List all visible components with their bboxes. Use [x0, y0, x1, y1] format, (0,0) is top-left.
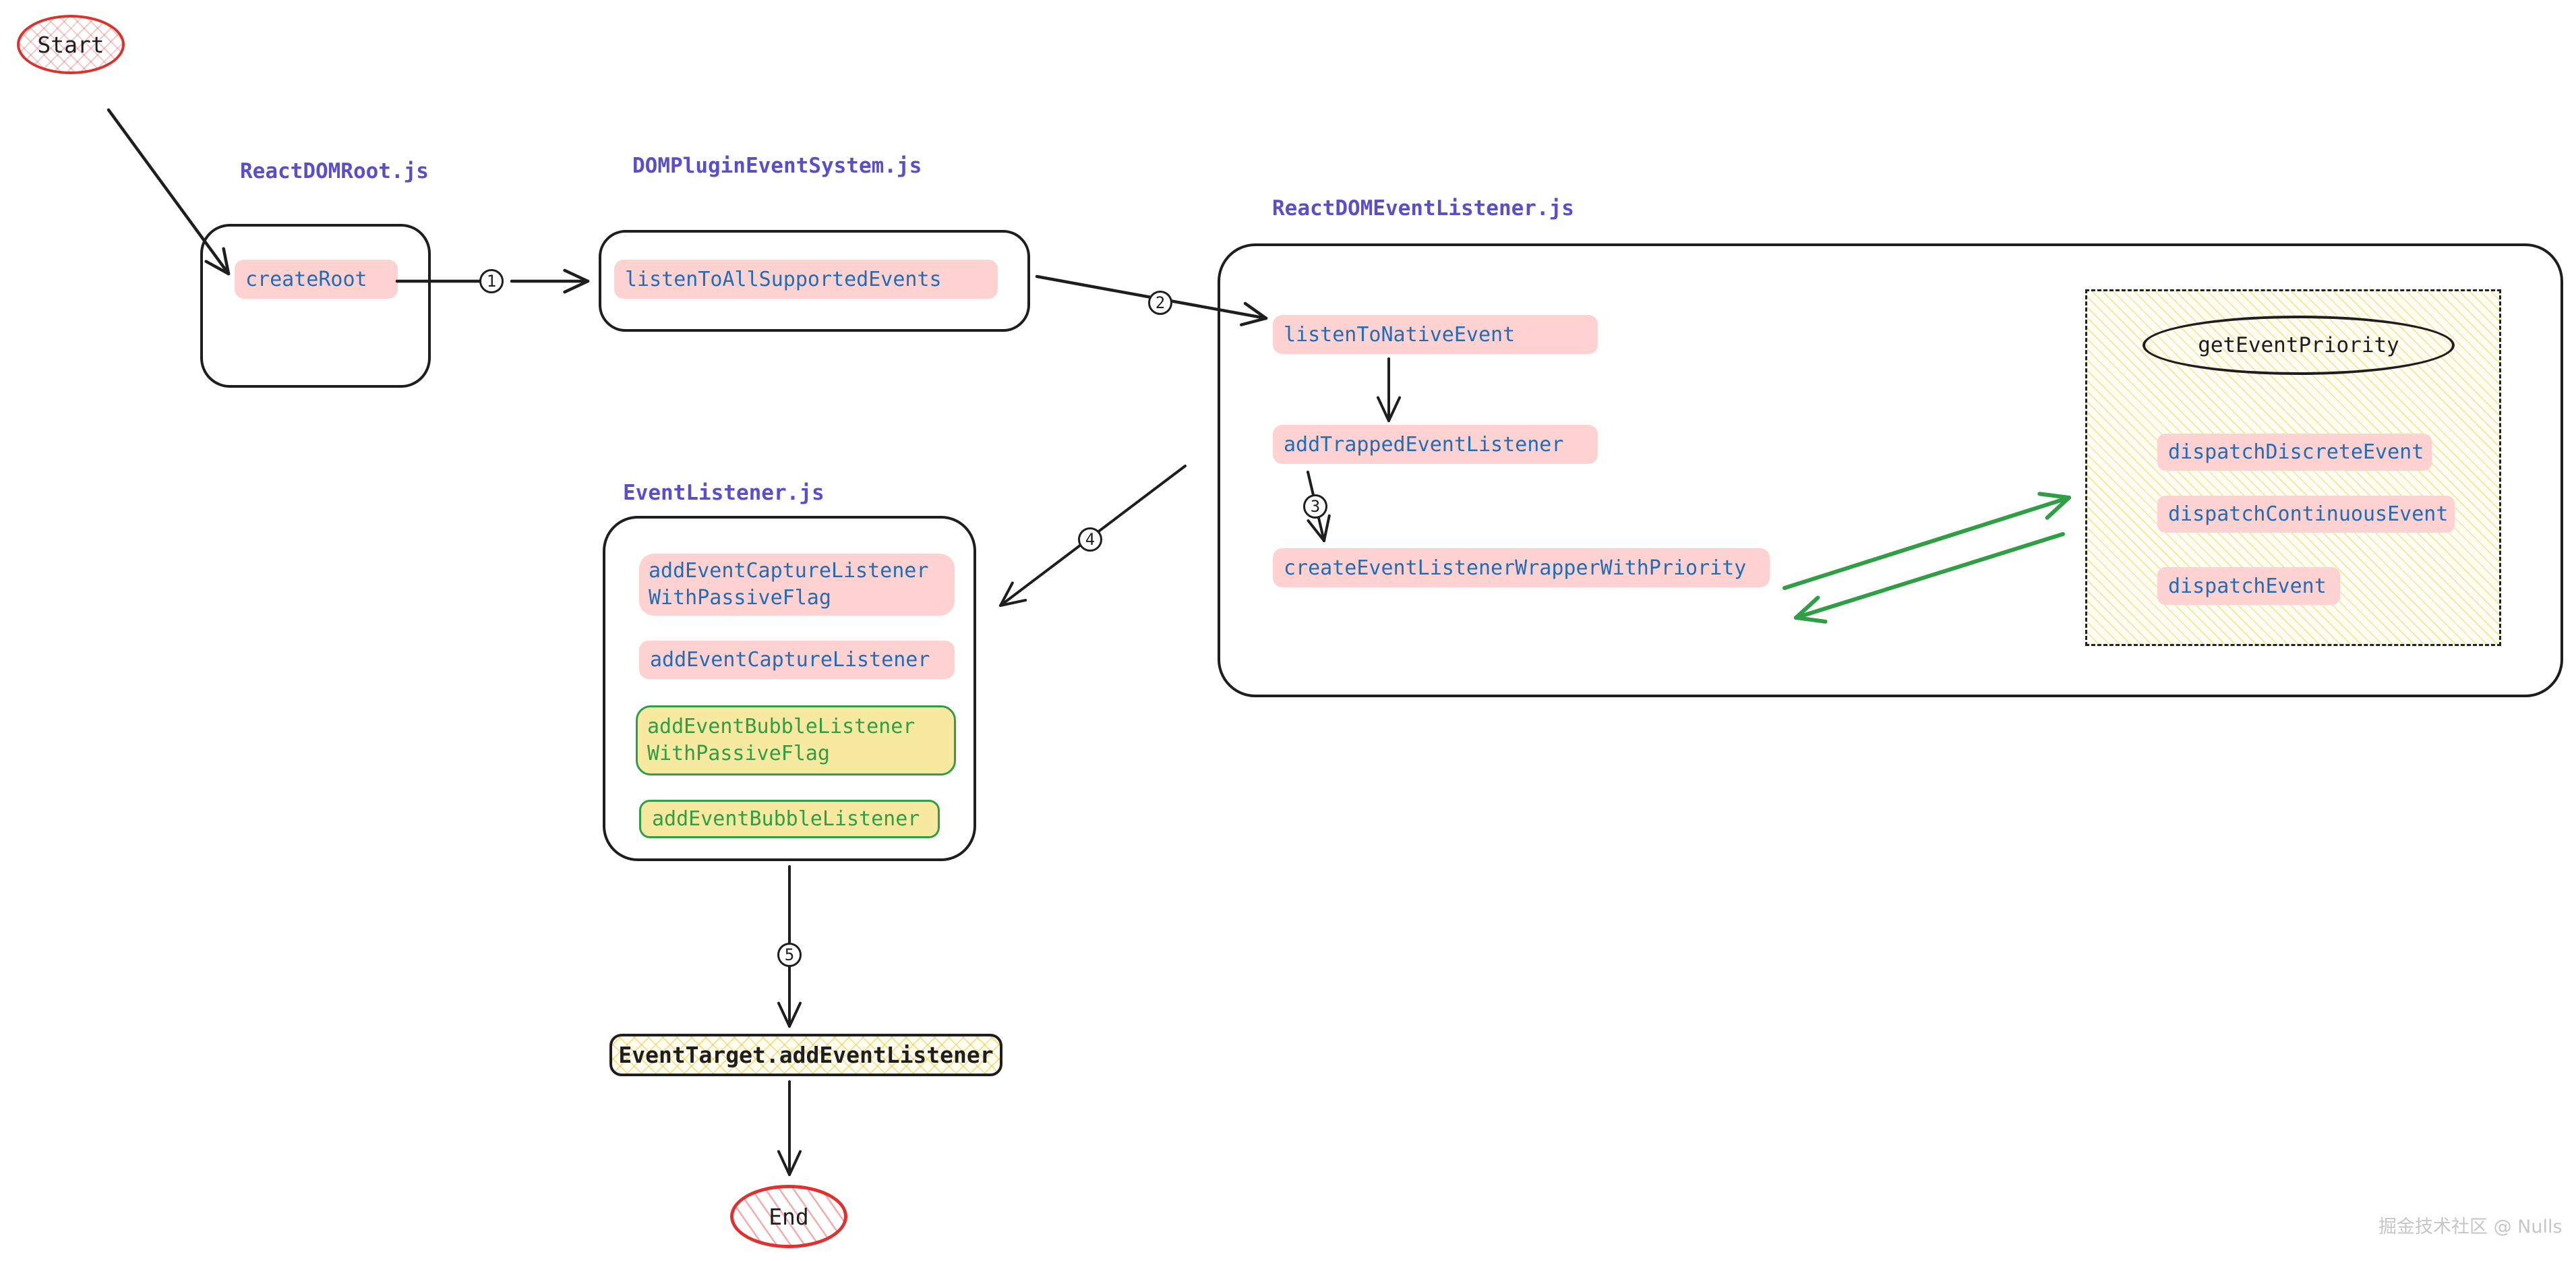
fn-dispatch-discrete-event: dispatchDiscreteEvent — [2157, 434, 2432, 471]
fn-capture-wpf-line2: WithPassiveFlag — [649, 586, 831, 610]
fn-bubble-wpf-line2: WithPassiveFlag — [647, 742, 830, 765]
fn-add-event-capture-listener-label: addEventCaptureListener — [650, 648, 930, 672]
watermark: 掘金技术社区 @ Nulls — [2378, 1216, 2563, 1237]
fn-add-event-bubble-listener-with-passive-flag: addEventBubbleListener WithPassiveFlag — [636, 705, 956, 775]
file-box-reactdomroot — [200, 224, 431, 388]
start-label: Start — [37, 31, 104, 58]
fn-get-event-priority-label: getEventPriority — [2198, 333, 2399, 357]
fn-dispatch-continuous-event: dispatchContinuousEvent — [2157, 496, 2455, 533]
fn-add-event-capture-listener-with-passive-flag: addEventCaptureListener WithPassiveFlag — [639, 554, 955, 616]
step-badge-4: 4 — [1078, 527, 1102, 552]
step-badge-3: 3 — [1303, 494, 1327, 519]
fn-add-event-bubble-listener: addEventBubbleListener — [639, 800, 940, 838]
event-target-add-event-listener-label: EventTarget.addEventListener — [618, 1042, 994, 1068]
step-4-label: 4 — [1085, 530, 1096, 549]
fn-listen-to-all-supported-events: listenToAllSupportedEvents — [614, 260, 998, 299]
fn-listen-to-native-event-label: listenToNativeEvent — [1284, 322, 1516, 347]
fn-bubble-wpf-line1: addEventBubbleListener — [647, 715, 916, 738]
end-terminal: End — [730, 1185, 847, 1248]
fn-get-event-priority: getEventPriority — [2143, 316, 2455, 375]
step-badge-2: 2 — [1148, 291, 1172, 315]
fn-dispatch-event: dispatchEvent — [2157, 567, 2340, 605]
file-title-reactdomroot: ReactDOMRoot.js — [240, 159, 429, 183]
fn-create-root-label: createRoot — [245, 267, 367, 291]
step-badge-5: 5 — [777, 943, 802, 967]
fn-add-trapped-event-listener-label: addTrappedEventListener — [1284, 432, 1564, 457]
fn-listen-to-all-supported-events-label: listenToAllSupportedEvents — [625, 267, 942, 291]
fn-create-event-listener-wrapper-with-priority-label: createEventListenerWrapperWithPriority — [1284, 556, 1747, 580]
fn-listen-to-native-event: listenToNativeEvent — [1273, 315, 1598, 354]
fn-add-event-capture-listener: addEventCaptureListener — [639, 641, 955, 679]
start-terminal: Start — [17, 15, 125, 74]
fn-capture-wpf-line1: addEventCaptureListener — [649, 559, 929, 583]
file-title-domplugineventsystem: DOMPluginEventSystem.js — [632, 154, 922, 178]
event-target-add-event-listener-box: EventTarget.addEventListener — [609, 1034, 1002, 1076]
fn-create-event-listener-wrapper-with-priority: createEventListenerWrapperWithPriority — [1273, 548, 1770, 587]
fn-create-root: createRoot — [235, 260, 398, 299]
step-badge-1: 1 — [479, 269, 504, 293]
fn-dispatch-event-label: dispatchEvent — [2168, 574, 2327, 598]
file-title-reactdomeventlistener: ReactDOMEventListener.js — [1272, 196, 1574, 221]
fn-dispatch-continuous-event-label: dispatchContinuousEvent — [2168, 502, 2449, 526]
fn-add-event-bubble-listener-label: addEventBubbleListener — [652, 807, 920, 831]
file-title-eventlistener: EventListener.js — [623, 481, 825, 505]
step-1-label: 1 — [486, 272, 497, 291]
fn-add-trapped-event-listener: addTrappedEventListener — [1273, 425, 1598, 464]
step-5-label: 5 — [784, 945, 795, 964]
end-label: End — [769, 1203, 809, 1230]
step-3-label: 3 — [1310, 497, 1321, 516]
step-2-label: 2 — [1155, 293, 1166, 312]
fn-dispatch-discrete-event-label: dispatchDiscreteEvent — [2168, 440, 2424, 464]
